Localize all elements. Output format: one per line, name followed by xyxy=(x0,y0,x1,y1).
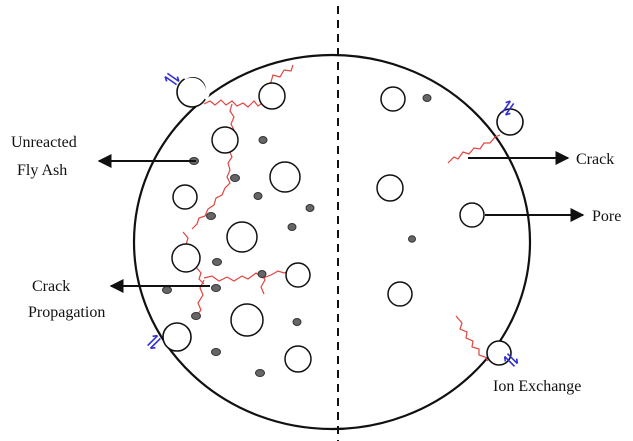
particle xyxy=(257,270,267,278)
particle xyxy=(191,312,201,320)
pore-label: Pore xyxy=(592,208,621,225)
specimen-outline xyxy=(132,53,532,431)
pore xyxy=(387,281,413,307)
double-arrow-icon xyxy=(147,334,161,350)
particle xyxy=(212,258,222,266)
pore xyxy=(380,86,406,112)
ion-exchange-label: Ion Exchange xyxy=(493,378,581,395)
pore xyxy=(285,262,311,288)
particle xyxy=(230,174,240,182)
crack-paths xyxy=(182,64,501,362)
pore xyxy=(230,303,264,337)
surface-notches xyxy=(162,73,524,366)
particle xyxy=(305,204,315,212)
double-arrow-icon xyxy=(503,353,519,367)
crack-propagation-label-line1: Crack xyxy=(32,278,70,295)
double-arrow-icon xyxy=(164,72,180,86)
particle xyxy=(211,284,221,292)
crack-label: Crack xyxy=(576,151,614,168)
particle xyxy=(206,212,216,220)
particle xyxy=(255,369,265,377)
fly-ash-particles xyxy=(162,94,432,377)
pore xyxy=(269,161,301,193)
pore xyxy=(376,174,404,202)
pores xyxy=(171,82,485,373)
particle xyxy=(287,223,297,231)
particle xyxy=(258,136,268,144)
unreacted-fly-ash-label-line1: Unreacted xyxy=(11,134,77,151)
ion-exchange-arrows xyxy=(147,72,519,367)
particle xyxy=(162,286,172,294)
pore xyxy=(459,202,485,228)
particle xyxy=(408,235,416,243)
pore xyxy=(171,243,201,273)
particle xyxy=(253,192,263,200)
unreacted-fly-ash-label-line2: Fly Ash xyxy=(17,162,67,179)
particle xyxy=(422,94,432,102)
callout-arrows xyxy=(97,151,585,293)
double-arrow-icon xyxy=(501,100,515,116)
pore xyxy=(172,184,198,210)
pore xyxy=(284,345,312,373)
pore xyxy=(211,126,239,154)
pore xyxy=(258,82,286,110)
particle xyxy=(211,348,221,356)
particle xyxy=(292,318,302,326)
crack-propagation-label-line2: Propagation xyxy=(28,304,105,321)
pore xyxy=(226,221,258,253)
